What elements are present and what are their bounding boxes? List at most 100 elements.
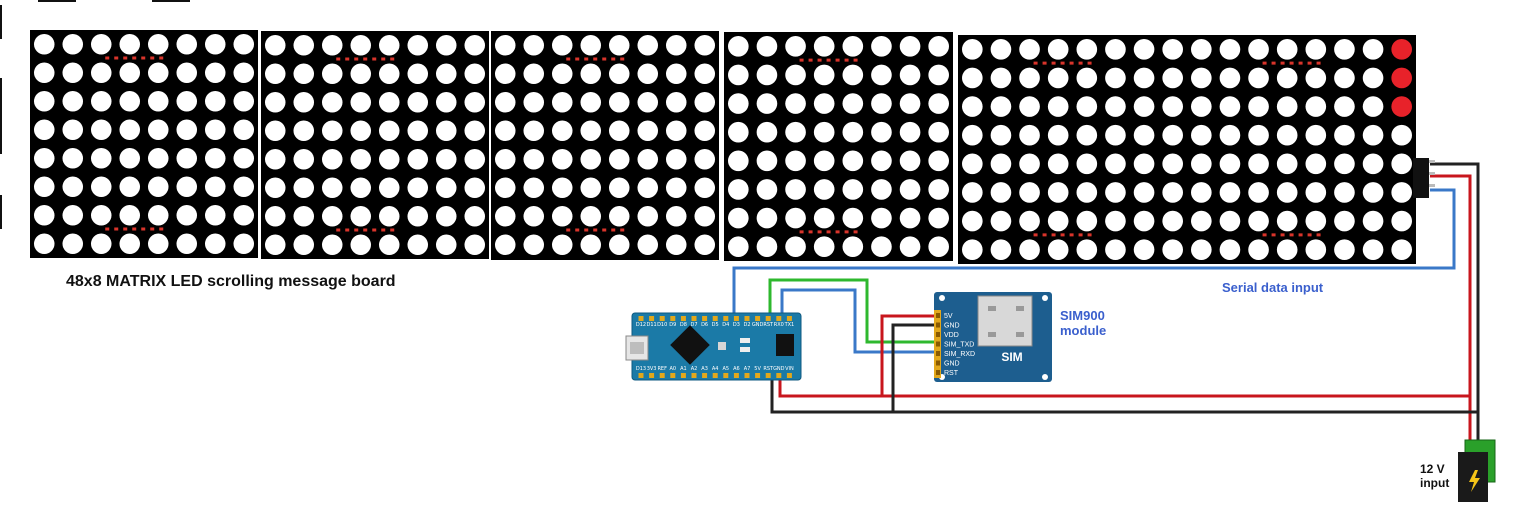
- matrix-module: [30, 30, 258, 258]
- led: [928, 36, 949, 57]
- matrix-pin-mark: [1078, 61, 1083, 65]
- sim-pin: [936, 313, 940, 318]
- led: [1105, 67, 1126, 89]
- wires: [732, 162, 1480, 440]
- led: [728, 236, 749, 257]
- led: [523, 120, 545, 142]
- led: [1133, 210, 1155, 232]
- led: [494, 177, 516, 199]
- led: [756, 64, 778, 86]
- led: [62, 204, 84, 226]
- matrix-pin-mark: [1298, 61, 1303, 65]
- led: [90, 147, 112, 169]
- led: [407, 177, 429, 199]
- led: [33, 90, 55, 112]
- led: [33, 204, 55, 226]
- nano-pin-label: D10: [657, 322, 667, 328]
- led: [62, 147, 84, 169]
- matrix-pin-mark: [1307, 233, 1312, 237]
- led: [90, 233, 112, 255]
- matrix-pin-mark: [1051, 61, 1056, 65]
- led: [899, 179, 921, 200]
- led: [321, 148, 343, 170]
- led: [264, 34, 286, 56]
- nano-pin: [670, 316, 676, 321]
- nano-pin-label: A0: [669, 366, 676, 372]
- led: [728, 36, 749, 57]
- led: [608, 234, 630, 256]
- led: [580, 234, 602, 256]
- led: [1391, 182, 1412, 203]
- led: [785, 64, 806, 86]
- led-matrix-display: [30, 30, 1416, 264]
- matrix-pin-mark: [363, 57, 368, 61]
- led: [842, 36, 864, 57]
- led: [62, 33, 84, 55]
- led: [1248, 182, 1269, 203]
- led: [176, 147, 198, 169]
- led: [871, 236, 892, 257]
- led: [1133, 182, 1155, 203]
- led: [378, 34, 400, 56]
- matrix-pin-mark: [1069, 233, 1074, 237]
- matrix-pin-mark: [1271, 233, 1276, 237]
- led: [435, 177, 457, 199]
- led: [1191, 96, 1212, 117]
- led: [350, 91, 372, 113]
- matrix-pin-mark: [336, 228, 341, 232]
- wire-serial-data: [732, 188, 1456, 318]
- matrix-pin-mark: [1033, 233, 1038, 237]
- led: [1019, 182, 1040, 203]
- led: [1191, 210, 1212, 232]
- matrix-pin-mark: [345, 57, 350, 61]
- led: [962, 210, 983, 232]
- led: [119, 90, 141, 112]
- led: [378, 234, 400, 256]
- led: [608, 120, 630, 142]
- led: [435, 34, 457, 56]
- led: [1133, 124, 1155, 146]
- led: [1162, 239, 1183, 260]
- led: [264, 205, 286, 227]
- led: [407, 148, 429, 170]
- matrix-pin-mark: [1280, 61, 1285, 65]
- matrix-pin-mark: [593, 57, 598, 61]
- matrix-pin-mark: [620, 57, 625, 61]
- led-on: [1391, 67, 1412, 89]
- matrix-module: [491, 31, 719, 260]
- led: [435, 63, 457, 85]
- led: [871, 121, 892, 143]
- led: [785, 150, 806, 172]
- led: [33, 147, 55, 169]
- matrix-pin-mark: [602, 57, 607, 61]
- led: [350, 234, 372, 256]
- led: [321, 205, 343, 227]
- nano-pin: [680, 373, 686, 378]
- matrix-pin-mark: [1033, 61, 1038, 65]
- matrix-pin-mark: [114, 56, 119, 60]
- nano-pin-label: D13: [636, 366, 646, 372]
- nano-pin: [744, 373, 750, 378]
- matrix-pin-mark: [611, 57, 616, 61]
- led: [147, 33, 169, 55]
- matrix-pin-mark: [611, 228, 616, 232]
- led: [350, 34, 372, 56]
- mcu-chip: [670, 325, 710, 365]
- led: [813, 236, 835, 257]
- nano-pin-label: RST: [763, 366, 774, 372]
- led: [407, 205, 429, 227]
- serial-data-label: Serial data input: [1222, 280, 1324, 295]
- led: [1076, 153, 1098, 175]
- led: [990, 153, 1012, 175]
- led: [464, 148, 486, 170]
- led: [1133, 153, 1155, 175]
- led: [293, 91, 315, 113]
- nano-pin-label: D11: [646, 322, 656, 328]
- led: [1305, 96, 1327, 117]
- led: [928, 207, 949, 229]
- nano-pin-label: A2: [691, 366, 698, 372]
- led: [264, 234, 286, 256]
- nano-pin-label: 3V3: [647, 366, 657, 372]
